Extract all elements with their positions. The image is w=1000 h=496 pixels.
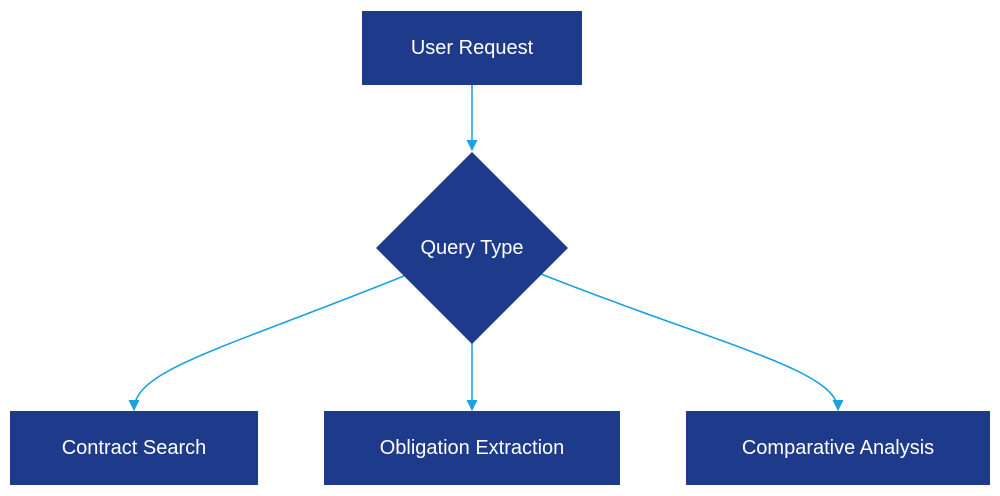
node-comparative-analysis-label: Comparative Analysis bbox=[742, 437, 934, 459]
node-user-request-box bbox=[362, 11, 582, 85]
node-obligation-extraction-label: Obligation Extraction bbox=[380, 437, 565, 459]
node-contract-search-box bbox=[10, 411, 258, 485]
edges bbox=[128, 85, 844, 412]
node-user-request-label: User Request bbox=[411, 37, 534, 59]
node-comparative-analysis: Comparative Analysis bbox=[686, 411, 990, 485]
node-obligation-extraction-box bbox=[324, 411, 620, 485]
node-user-request: User Request bbox=[362, 11, 582, 85]
node-contract-search-label: Contract Search bbox=[62, 437, 207, 459]
node-query-type-diamond bbox=[376, 152, 568, 344]
node-query-type: Query Type bbox=[376, 152, 568, 344]
node-obligation-extraction: Obligation Extraction bbox=[324, 411, 620, 485]
node-query-type-label: Query Type bbox=[420, 237, 523, 259]
edge-query-type-to-comparative-analysis bbox=[540, 273, 844, 412]
node-comparative-analysis-box bbox=[686, 411, 990, 485]
node-contract-search: Contract Search bbox=[10, 411, 258, 485]
edge-query-type-to-contract-search bbox=[128, 275, 405, 412]
